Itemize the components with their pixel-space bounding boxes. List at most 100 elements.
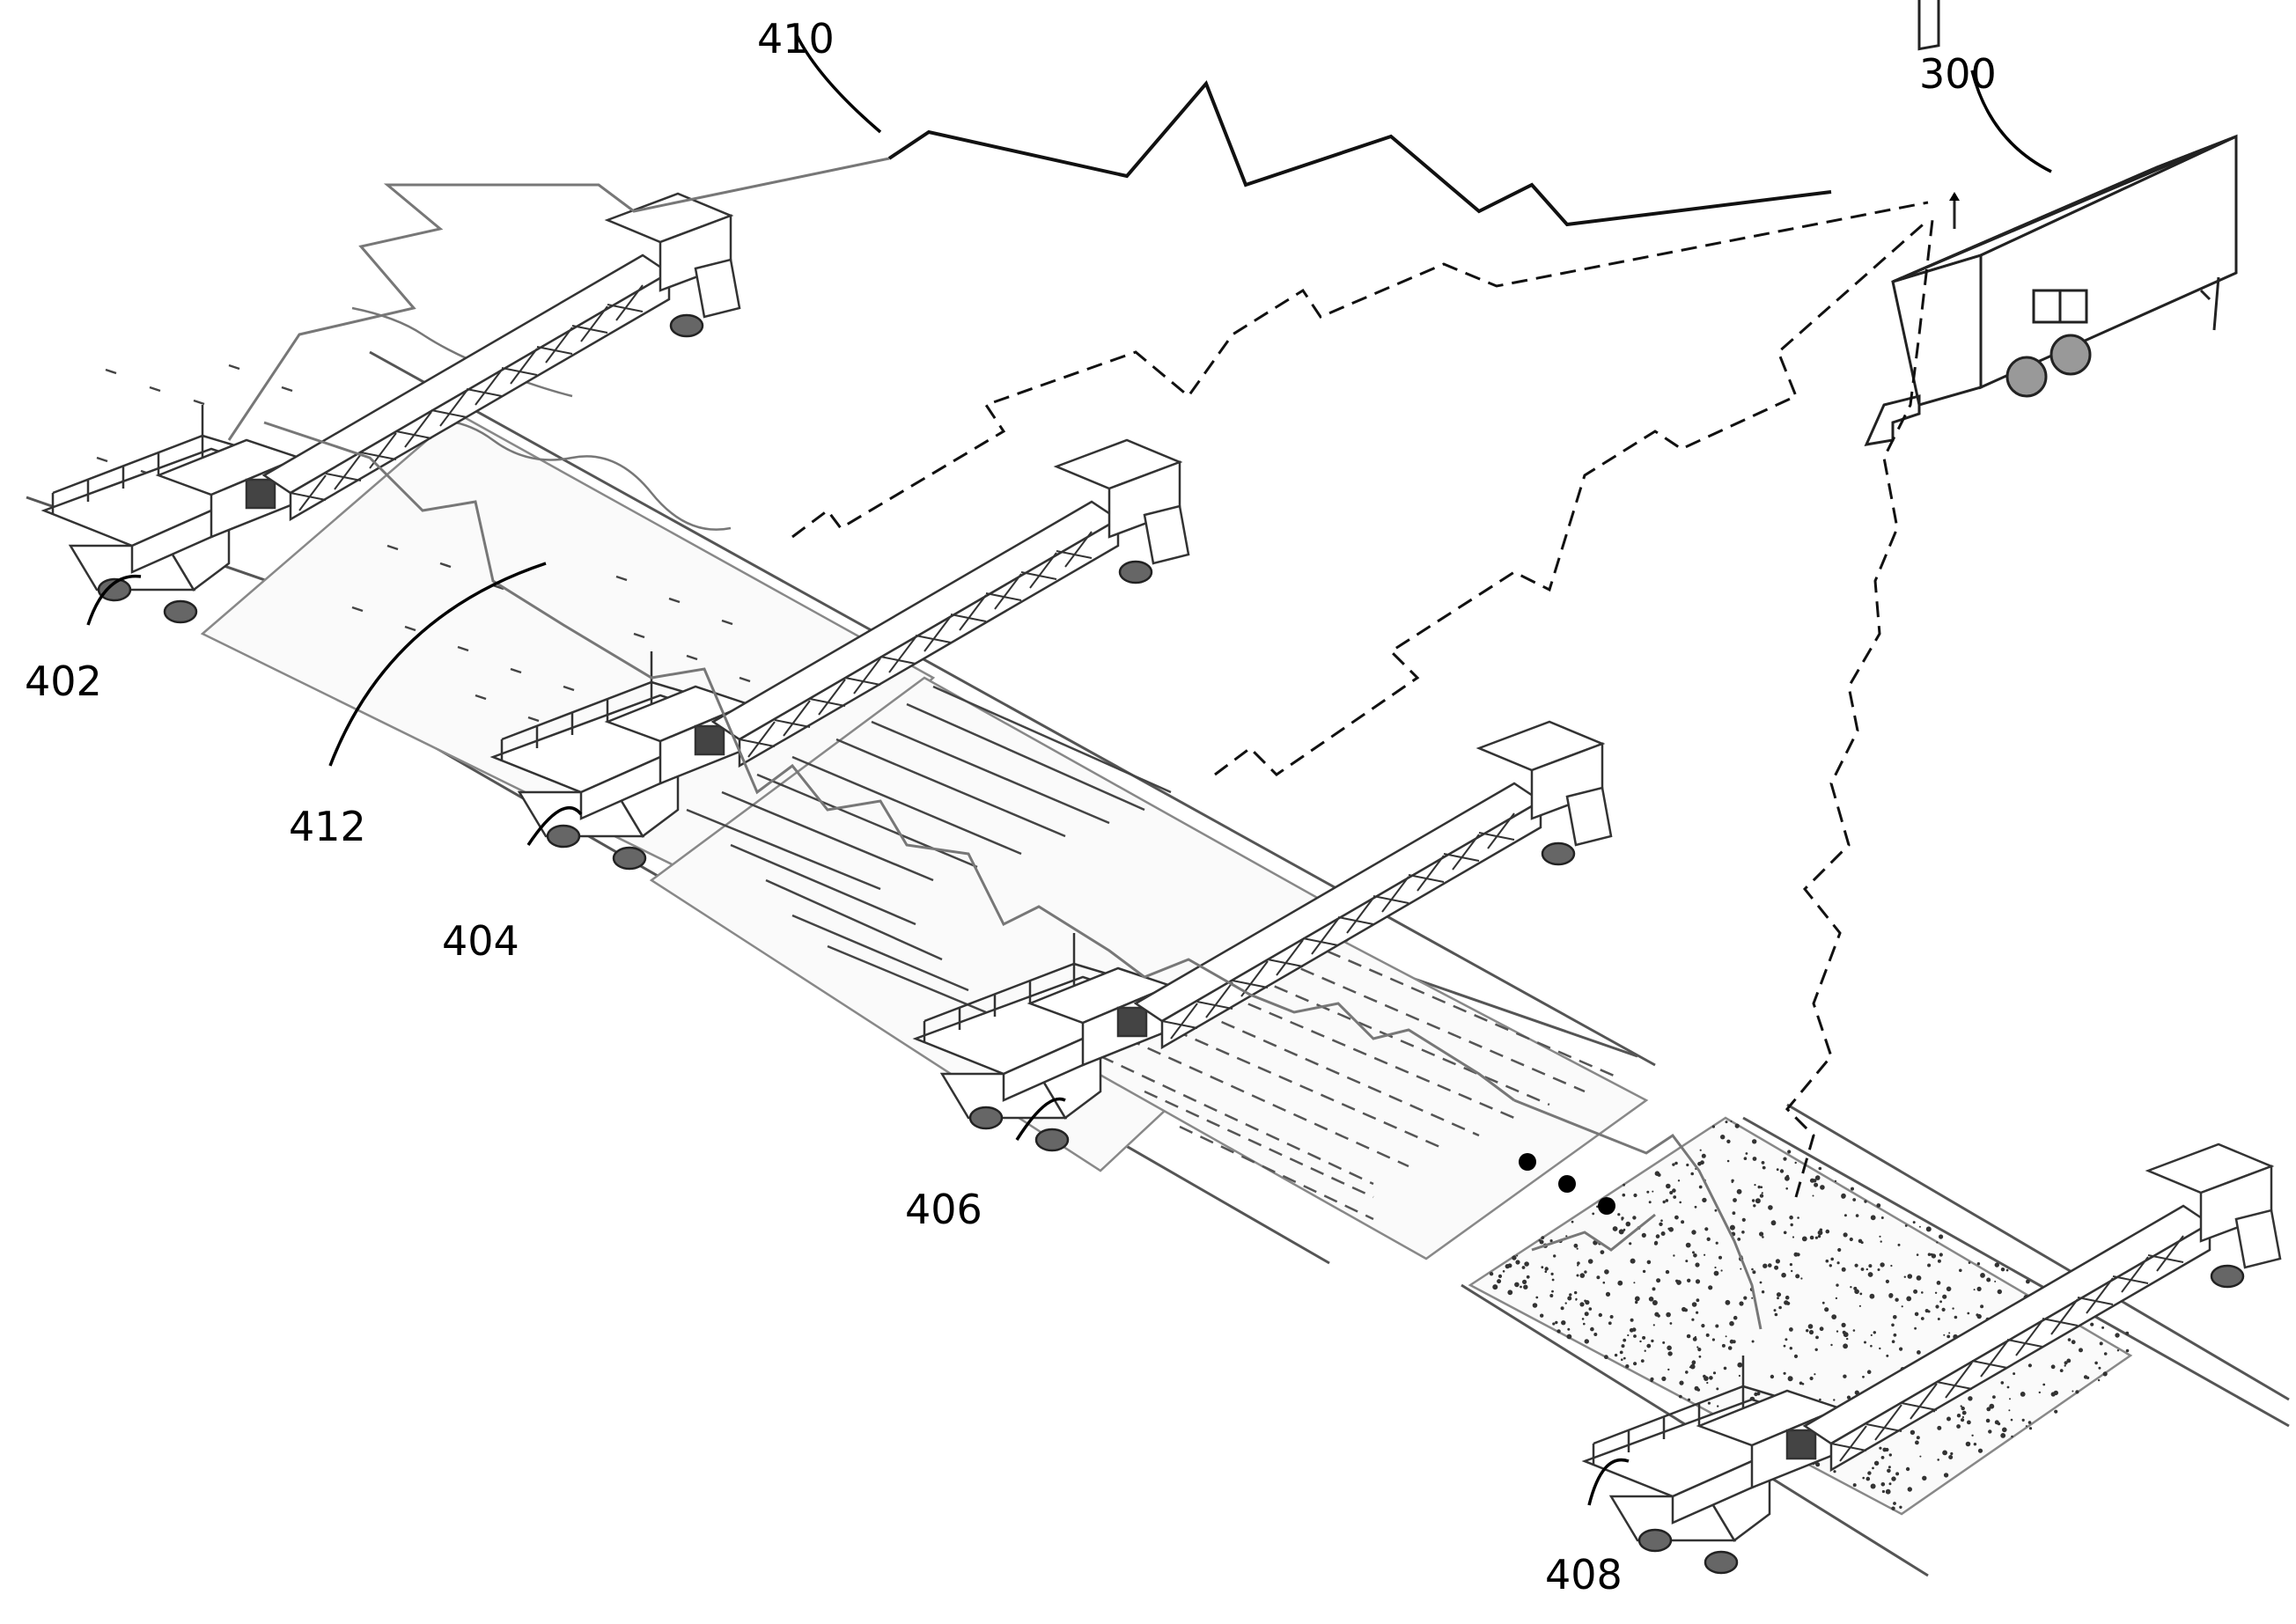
- soil-speckle: [2001, 1268, 2005, 1271]
- soil-speckle: [1895, 1298, 1898, 1302]
- soil-speckle: [1844, 1214, 1847, 1216]
- soil-speckle: [1656, 1234, 1660, 1238]
- soil-speckle: [1969, 1261, 1971, 1264]
- soil-speckle: [1902, 1305, 1903, 1307]
- soil-speckle: [1836, 1283, 1838, 1286]
- soil-speckle: [1830, 1258, 1834, 1261]
- soil-speckle: [1691, 1230, 1696, 1234]
- soil-speckle: [1822, 1302, 1825, 1304]
- soil-speckle: [2079, 1348, 2083, 1352]
- soil-speckle: [2000, 1433, 2005, 1438]
- wireless-link-dashed-1: [792, 202, 1928, 537]
- soil-speckle: [1744, 1157, 1748, 1160]
- soil-speckle: [1959, 1269, 1962, 1273]
- soil-speckle: [2042, 1384, 2045, 1386]
- soil-speckle: [1552, 1279, 1555, 1282]
- soil-speckle: [1881, 1456, 1885, 1459]
- soil-speckle: [1778, 1306, 1782, 1310]
- soil-speckle: [1714, 1267, 1716, 1268]
- soil-speckle: [1718, 1256, 1722, 1260]
- soil-speckle: [2054, 1410, 2057, 1414]
- soil-speckle: [1754, 1184, 1755, 1186]
- soil-speckle: [1926, 1226, 1932, 1231]
- soil-speckle: [1932, 1253, 1936, 1258]
- soil-speckle: [2039, 1392, 2041, 1393]
- soil-speckle: [1810, 1236, 1814, 1240]
- soil-speckle: [1892, 1340, 1895, 1343]
- soil-speckle: [2117, 1349, 2119, 1351]
- soil-speckle: [1881, 1216, 1884, 1219]
- soil-speckle: [1820, 1185, 1825, 1190]
- soil-speckle: [1761, 1186, 1763, 1188]
- soil-speckle: [1695, 1206, 1697, 1209]
- wireless-link-dashed-2: [1215, 220, 1928, 775]
- soil-speckle: [1905, 1224, 1908, 1227]
- soil-speckle: [1888, 1294, 1893, 1298]
- soil-speckle: [1728, 1346, 1733, 1350]
- soil-speckle: [1556, 1329, 1560, 1333]
- soil-speckle: [1659, 1223, 1662, 1226]
- soil-speckle: [1937, 1459, 1939, 1461]
- soil-speckle: [1819, 1167, 1822, 1171]
- soil-speckle: [2072, 1391, 2073, 1393]
- soil-speckle: [1917, 1350, 1921, 1355]
- soil-speckle: [1540, 1240, 1544, 1245]
- soil-speckle: [1948, 1455, 1953, 1459]
- soil-speckle: [1497, 1279, 1501, 1283]
- soil-speckle: [1915, 1441, 1919, 1445]
- soil-speckle: [1867, 1471, 1871, 1474]
- soil-speckle: [1507, 1290, 1512, 1295]
- label-402: 402: [25, 658, 102, 705]
- label-300: 300: [1919, 50, 1997, 98]
- soil-speckle: [1908, 1487, 1912, 1491]
- soil-speckle: [1917, 1253, 1919, 1256]
- soil-speckle: [1522, 1266, 1526, 1269]
- soil-speckle: [1908, 1274, 1913, 1279]
- soil-speckle: [1790, 1347, 1792, 1349]
- soil-speckle: [1986, 1278, 1991, 1282]
- soil-speckle: [1800, 1277, 1802, 1279]
- soil-speckle: [2022, 1419, 2025, 1422]
- soil-speckle: [1768, 1205, 1773, 1210]
- soil-speckle: [1815, 1348, 1818, 1351]
- soil-speckle: [1621, 1358, 1623, 1361]
- soil-speckle: [1866, 1268, 1868, 1270]
- soil-speckle: [1716, 1387, 1718, 1390]
- soil-speckle: [1561, 1320, 1565, 1325]
- soil-speckle: [1967, 1421, 1971, 1425]
- soil-speckle: [1601, 1250, 1605, 1254]
- soil-speckle: [1726, 1300, 1731, 1305]
- soil-speckle: [1737, 1189, 1742, 1194]
- soil-speckle: [1998, 1422, 2000, 1425]
- soil-speckle: [1692, 1360, 1696, 1364]
- soil-speckle: [1899, 1348, 1902, 1351]
- soil-speckle: [1667, 1351, 1672, 1356]
- soil-speckle: [1593, 1333, 1597, 1336]
- soil-speckle: [1891, 1507, 1895, 1510]
- soil-speckle: [1737, 1363, 1742, 1368]
- soil-speckle: [1829, 1264, 1832, 1267]
- soil-speckle: [1673, 1254, 1674, 1256]
- soil-speckle: [1852, 1198, 1856, 1201]
- soil-speckle: [1879, 1236, 1880, 1238]
- label-412: 412: [289, 803, 366, 850]
- soil-speckle: [1651, 1340, 1653, 1342]
- soil-speckle: [1679, 1395, 1682, 1399]
- soil-speckle: [1946, 1417, 1951, 1422]
- soil-speckle: [1752, 1139, 1756, 1143]
- soil-speckle: [2098, 1379, 2100, 1381]
- soil-speckle: [1815, 1237, 1818, 1239]
- soil-speckle: [1942, 1295, 1946, 1299]
- soil-speckle: [1785, 1338, 1787, 1341]
- soil-speckle: [1652, 1287, 1656, 1290]
- soil-speckle: [1862, 1477, 1865, 1480]
- soil-speckle: [1652, 1300, 1658, 1305]
- soil-speckle: [1861, 1241, 1864, 1244]
- soil-speckle: [1968, 1396, 1972, 1400]
- soil-speckle: [2002, 1428, 2007, 1433]
- soil-speckle: [1706, 1334, 1710, 1337]
- soil-speckle: [1777, 1297, 1779, 1299]
- soil-speckle: [1871, 1484, 1876, 1489]
- soil-speckle: [1751, 1268, 1754, 1271]
- soil-speckle: [1577, 1275, 1579, 1277]
